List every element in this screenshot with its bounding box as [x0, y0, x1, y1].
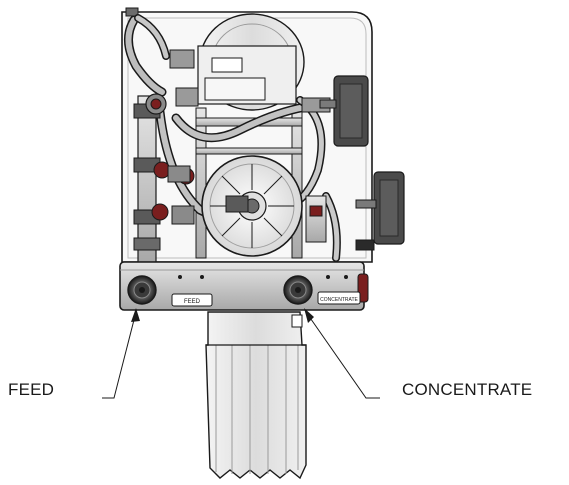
- pump-wheel: [201, 155, 327, 257]
- concentrate-arrowhead: [304, 308, 314, 323]
- feed-tag-plate: FEED: [171, 293, 213, 307]
- feed-arrowhead: [131, 308, 140, 322]
- concentrate-tag-text: CONCENTRATE: [320, 297, 358, 303]
- leader-lines: [102, 308, 380, 399]
- feed-tag-text: FEED: [184, 299, 201, 305]
- concentrate-leader-line: [305, 311, 380, 399]
- pressure-gauge-icon: [319, 75, 405, 251]
- concentrate-port-icon: [283, 275, 313, 305]
- left-manifold: [133, 95, 161, 263]
- filter-canister: [197, 13, 305, 111]
- feed-callout-label: FEED: [8, 380, 55, 399]
- feed-leader-line: [102, 311, 137, 399]
- concentrate-tag-plate: CONCENTRATE: [317, 291, 361, 305]
- feed-port-icon: [127, 275, 157, 305]
- concentrate-callout-label: CONCENTRATE: [402, 380, 533, 399]
- membrane-housing-icon: [205, 311, 307, 480]
